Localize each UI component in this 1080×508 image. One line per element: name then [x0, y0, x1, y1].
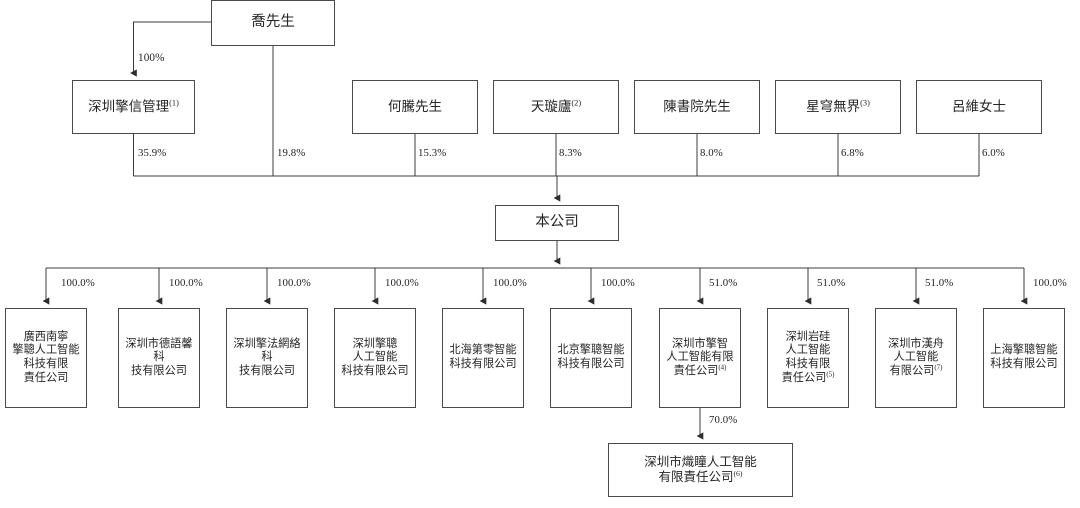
node-company-label: 本公司: [535, 214, 579, 231]
pct-to-subsidiary-7: 51.0%: [709, 277, 738, 289]
node-holder-he-teng[interactable]: 何騰先生: [352, 80, 478, 134]
pct-founder-to-holder1: 100%: [138, 52, 165, 64]
pct-to-subsidiary-1: 100.0%: [61, 277, 95, 289]
node-holder1-label: 深圳擎信管理(1): [88, 98, 179, 114]
node-subsidiary-5-label: 北海第零智能 科技有限公司: [449, 344, 517, 370]
footnote-marker-7: (7): [934, 363, 943, 372]
node-subsidiary-4-label: 深圳擎聰 人工智能 科技有限公司: [341, 337, 409, 377]
node-subsidiary-2[interactable]: 深圳市德語馨科 技有限公司: [118, 308, 200, 408]
node-holder6-label: 呂維女士: [952, 98, 1006, 114]
node-subsidiary-2-label: 深圳市德語馨科 技有限公司: [125, 337, 193, 377]
node-subsidiary-4[interactable]: 深圳擎聰 人工智能 科技有限公司: [334, 308, 416, 408]
node-subsidiary-7-label: 深圳市擎智 人工智能有限 責任公司(4): [666, 337, 734, 377]
node-subsidiary-9-label: 深圳市漢舟 人工智能 有限公司(7): [888, 337, 944, 377]
node-subsidiary-6-label: 北京擎聰智能 科技有限公司: [557, 344, 625, 370]
pct-holder6-to-company: 6.0%: [982, 147, 1005, 159]
pct-founder-to-company: 19.8%: [277, 147, 306, 159]
node-holder-lv-wei[interactable]: 呂維女士: [916, 80, 1042, 134]
pct-to-subsidiary-10: 100.0%: [1033, 277, 1067, 289]
node-holder-shenzhen-qingxin[interactable]: 深圳擎信管理(1): [72, 80, 195, 134]
pct-to-subsidiary-2: 100.0%: [169, 277, 203, 289]
footnote-marker-5: (5): [826, 369, 835, 378]
footnote-marker-3: (3): [860, 98, 870, 108]
node-subsidiary-8[interactable]: 深圳岩硅 人工智能 科技有限 責任公司(5): [767, 308, 849, 408]
node-subsidiary-8-label: 深圳岩硅 人工智能 科技有限 責任公司(5): [781, 330, 835, 384]
pct-to-subsidiary-8: 51.0%: [817, 277, 846, 289]
pct-holder5-to-company: 6.8%: [841, 147, 864, 159]
pct-holder2-to-company: 15.3%: [418, 147, 447, 159]
pct-holder1-to-company: 35.9%: [138, 147, 167, 159]
footnote-marker-4: (4): [718, 363, 727, 372]
pct-to-subsidiary-4: 100.0%: [385, 277, 419, 289]
pct-to-subsidiary-5: 100.0%: [493, 277, 527, 289]
node-leaf-chitong[interactable]: 深圳市熾瞳人工智能 有限責任公司(6): [608, 443, 793, 497]
node-subsidiary-10[interactable]: 上海擎聰智能 科技有限公司: [983, 308, 1065, 408]
node-holder2-label: 何騰先生: [388, 98, 442, 114]
node-holder3-label: 天璇廬(2): [530, 98, 582, 114]
node-subsidiary-7[interactable]: 深圳市擎智 人工智能有限 責任公司(4): [659, 308, 741, 408]
node-leaf-label: 深圳市熾瞳人工智能 有限責任公司(6): [644, 454, 757, 484]
footnote-marker-6: (6): [733, 468, 743, 478]
node-holder-xingqiongwujie[interactable]: 星穹無界(3): [775, 80, 901, 134]
node-subsidiary-1[interactable]: 廣西南寧 擎聰人工智能 科技有限 責任公司: [5, 308, 87, 408]
node-founder-label: 喬先生: [251, 14, 295, 31]
node-holder5-label: 星穹無界(3): [806, 98, 870, 114]
edge-founder-to-holder1: [130, 21, 211, 77]
node-holder-tianxuanlu[interactable]: 天璇廬(2): [493, 80, 619, 134]
node-subsidiary-3-label: 深圳擎法網絡科 技有限公司: [233, 337, 301, 377]
node-holder-chen-shuyuan[interactable]: 陳書院先生: [634, 80, 760, 134]
node-subsidiary-5[interactable]: 北海第零智能 科技有限公司: [442, 308, 524, 408]
footnote-marker-1: (1): [169, 98, 179, 108]
node-subsidiary-6[interactable]: 北京擎聰智能 科技有限公司: [550, 308, 632, 408]
pct-holder3-to-company: 8.3%: [559, 147, 582, 159]
node-subsidiary-9[interactable]: 深圳市漢舟 人工智能 有限公司(7): [875, 308, 957, 408]
pct-holder4-to-company: 8.0%: [700, 147, 723, 159]
pct-to-subsidiary-6: 100.0%: [601, 277, 635, 289]
pct-to-subsidiary-9: 51.0%: [925, 277, 954, 289]
node-subsidiary-1-label: 廣西南寧 擎聰人工智能 科技有限 責任公司: [12, 330, 80, 384]
node-holder4-label: 陳書院先生: [663, 98, 731, 114]
pct-subsidiary7-to-leaf: 70.0%: [709, 414, 738, 426]
node-founder[interactable]: 喬先生: [211, 0, 335, 46]
node-the-company[interactable]: 本公司: [495, 205, 619, 241]
node-subsidiary-3[interactable]: 深圳擎法網絡科 技有限公司: [226, 308, 308, 408]
pct-to-subsidiary-3: 100.0%: [277, 277, 311, 289]
footnote-marker-2: (2): [571, 98, 582, 108]
node-subsidiary-10-label: 上海擎聰智能 科技有限公司: [990, 344, 1058, 370]
